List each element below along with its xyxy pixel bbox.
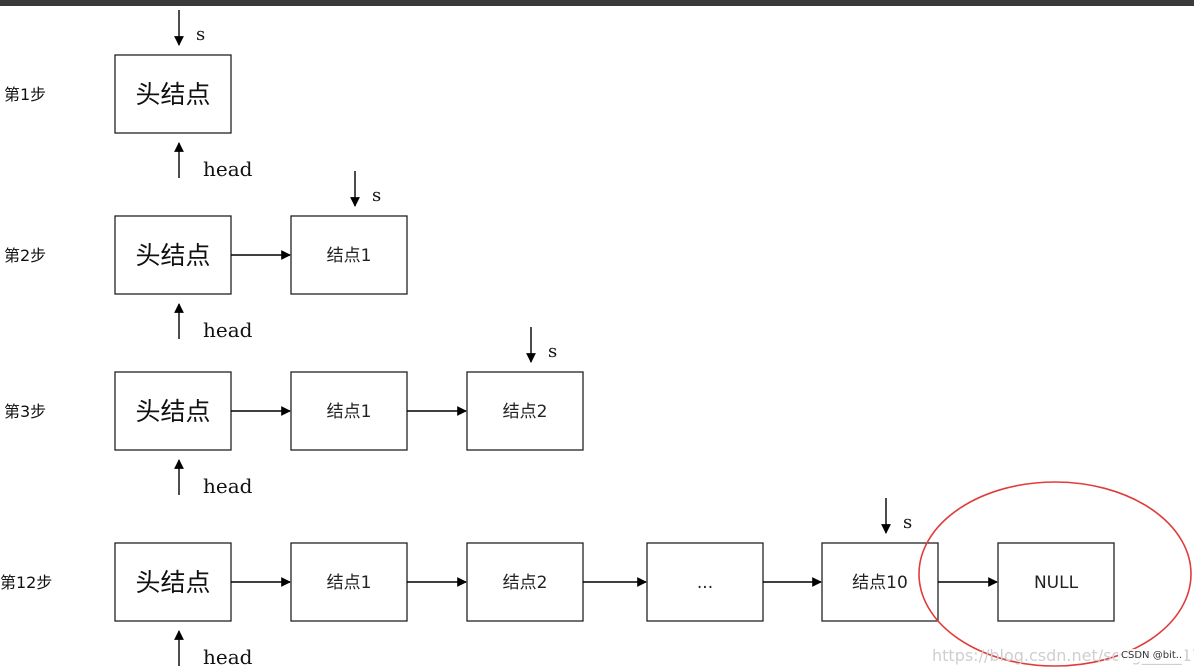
list-node-box: [290, 371, 408, 451]
head-node-box: [114, 54, 232, 134]
head-pointer-label: head: [203, 157, 253, 181]
null-highlight-circle: [918, 481, 1192, 667]
list-node-label: 结点1: [327, 573, 372, 593]
list-node-label: NULL: [1034, 573, 1079, 593]
step-label: 第12步: [0, 573, 52, 592]
list-node-label: 结点1: [327, 246, 372, 266]
head-node-label: 头结点: [135, 241, 210, 270]
list-node-box: [646, 542, 764, 622]
list-node-box: [997, 542, 1115, 622]
list-node-box: [290, 215, 408, 295]
s-pointer-label: s: [196, 24, 205, 45]
head-pointer-label: head: [203, 645, 253, 669]
top-bar: [0, 0, 1194, 6]
head-pointer-label: head: [203, 318, 253, 342]
head-node-label: 头结点: [135, 568, 210, 597]
head-node-label: 头结点: [135, 397, 210, 426]
list-node-label: 结点2: [503, 402, 548, 422]
step-label: 第3步: [4, 402, 46, 421]
step-label: 第1步: [4, 85, 46, 104]
s-pointer-label: s: [548, 341, 557, 362]
s-pointer-label: s: [903, 512, 912, 533]
csdn-tag: CSDN @bit..: [1118, 649, 1186, 662]
list-node-label: ...: [697, 573, 713, 593]
head-pointer-label: head: [203, 474, 253, 498]
list-node-label: 结点1: [327, 402, 372, 422]
step-label: 第2步: [4, 246, 46, 265]
list-node-box: [466, 371, 584, 451]
list-node-label: 结点10: [852, 573, 908, 593]
list-node-box: [290, 542, 408, 622]
list-node-label: 结点2: [503, 573, 548, 593]
s-pointer-label: s: [372, 185, 381, 206]
head-node-label: 头结点: [135, 80, 210, 109]
